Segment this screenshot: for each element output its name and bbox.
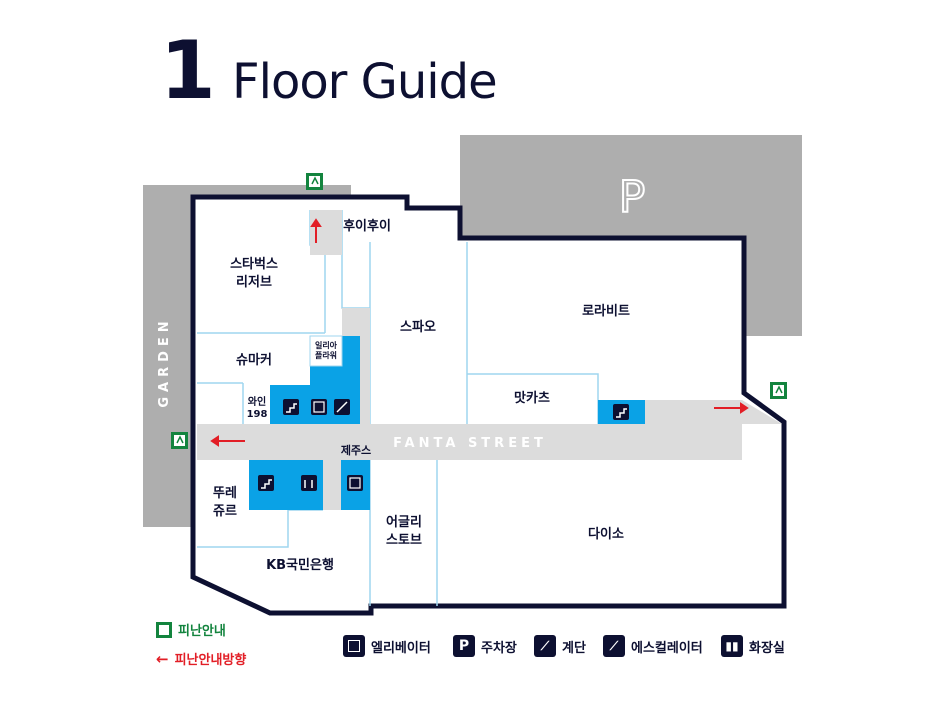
legend-parking-label: 주차장 [481,640,517,656]
garden-label: GARDEN [157,316,172,407]
store-starbucks-line2[interactable]: 리저브 [236,274,272,290]
restroom-icon: ▮▮ [721,635,743,657]
exit-arrow-top [310,218,322,243]
store-spao[interactable]: 스파오 [400,320,436,335]
legend-exit-dir-label: 피난안내방향 [174,653,247,668]
escalator-icon [334,399,350,415]
exit-sign-left [171,432,188,449]
store-tous-line1[interactable]: 뚜레 [213,486,237,501]
store-daiso[interactable]: 다이소 [588,526,624,542]
illria-flower[interactable] [309,335,343,367]
corridor-north [310,210,342,255]
store-ugly-line1[interactable]: 어글리 [386,514,422,530]
restroom-icon [301,475,317,491]
arrow-left-icon: ← [156,649,169,668]
legend-exit: 피난안내 [156,620,226,639]
parking-icon: P [453,635,475,657]
legend-exit-dir: ← 피난안내방향 [156,649,247,669]
store-ugly-line2[interactable]: 스토브 [386,533,422,548]
legend-restroom-label: 화장실 [749,640,785,656]
store-lorabit[interactable]: 로라비트 [582,303,630,319]
exit-arrow-right [714,402,749,414]
stairs-icon: ⟋ [534,635,556,657]
store-kb[interactable]: KB국민은행 [266,557,334,573]
legend-stairs-label: 계단 [562,640,586,656]
stairs-icon-east [613,404,629,420]
elevator-icon [311,399,327,415]
legend-stairs: ⟋ 계단 [534,635,586,657]
store-wine-line2[interactable]: 198 [247,409,268,420]
legend-escalator-label: 에스컬레이터 [631,640,703,656]
corridor-east [645,400,742,424]
exit-arrow-left [210,435,245,447]
legend-elevator: 엘리베이터 [343,635,431,657]
store-illria-line2[interactable]: 플라워 [315,350,337,360]
page-title: Floor Guide [232,54,498,110]
exit-sign-right [770,382,787,399]
elevator-icon [343,635,365,657]
legend-parking: P 주차장 [453,635,517,657]
escalator-icon: ⟋ [603,635,625,657]
store-starbucks-line1[interactable]: 스타벅스 [230,256,278,272]
legend-elevator-label: 엘리베이터 [371,640,431,656]
store-matcha[interactable]: 맛카츠 [514,390,550,406]
legend-exit-label: 피난안내 [178,624,226,639]
stairs-icon-south [258,475,274,491]
floor-number: 1 [160,24,216,117]
parking-label: P [619,172,646,223]
store-huihui[interactable]: 후이후이 [343,218,391,234]
legend-escalator: ⟋ 에스컬레이터 [603,635,703,657]
corridor-south [323,460,341,510]
street-label: FANTA STREET [393,436,547,451]
store-jejus[interactable]: 제주스 [341,443,371,457]
store-tous-line2[interactable]: 쥬르 [213,504,237,519]
legend-restroom: ▮▮ 화장실 [721,635,785,657]
elevator-icon-south [347,475,363,491]
store-shumaker[interactable]: 슈마커 [236,352,272,368]
store-illria-line1[interactable]: 일리아 [315,340,338,350]
exit-icon [156,621,172,638]
fanta-street [197,400,782,460]
stairs-icon [283,399,299,415]
exit-sign-top [306,173,323,190]
store-wine-line1[interactable]: 와인 [248,395,266,408]
garden-area [143,185,193,527]
